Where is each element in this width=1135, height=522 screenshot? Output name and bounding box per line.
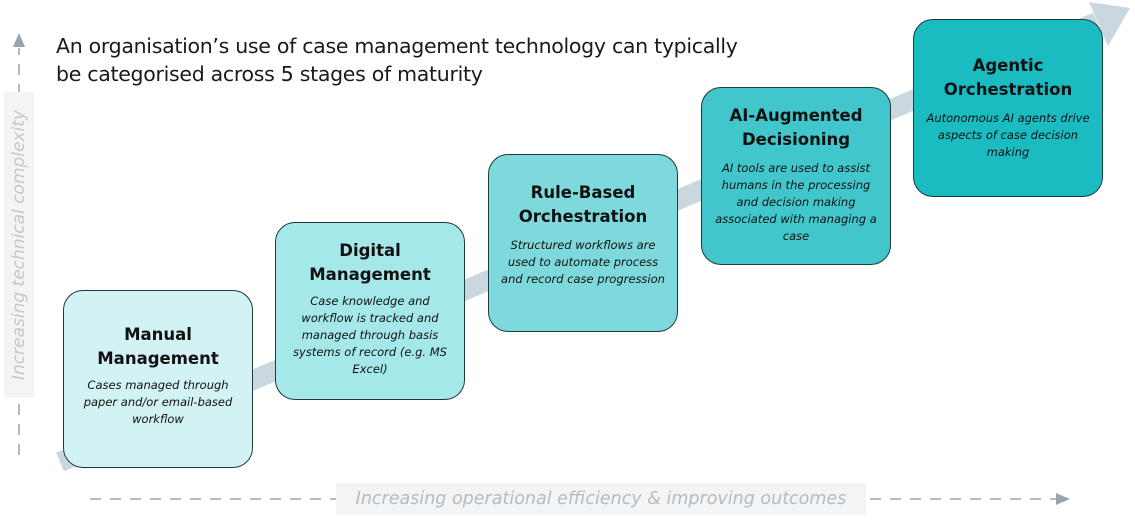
stage-card-manual-management: Manual Management Cases managed through …: [63, 290, 253, 468]
stage-title-line-1: AI-Augmented: [729, 106, 863, 125]
stage-title-line-1: Digital: [339, 241, 401, 260]
stage-title-line-1: Agentic: [972, 56, 1044, 75]
stage-title: Rule-Based Orchestration: [499, 181, 667, 229]
stage-title: Manual Management: [74, 323, 242, 371]
y-axis-arrowhead: [13, 33, 25, 47]
stage-title-line-2: Decisioning: [741, 130, 851, 149]
stage-card-digital-management: Digital Management Case knowledge and wo…: [275, 222, 465, 400]
stage-description: Case knowledge and workflow is tracked a…: [293, 294, 447, 376]
stage-description: AI tools are used to assist humans in th…: [715, 161, 877, 243]
stage-description: Autonomous AI agents drive aspects of ca…: [926, 111, 1090, 159]
stage-title: Digital Management: [286, 239, 454, 287]
title-line-2: be categorised across 5 stages of maturi…: [56, 62, 483, 86]
stage-description: Structured workflows are used to automat…: [501, 238, 665, 286]
page-title: An organisation’s use of case management…: [56, 32, 796, 88]
stage-title-line-1: Rule-Based: [530, 183, 636, 202]
stage-card-agentic-orchestration: Agentic Orchestration Autonomous AI agen…: [913, 19, 1103, 197]
stage-title: AI-Augmented Decisioning: [712, 104, 880, 152]
stage-card-rule-based-orchestration: Rule-Based Orchestration Structured work…: [488, 154, 678, 332]
y-axis-label: Increasing technical complexity: [9, 110, 29, 380]
stage-description: Cases managed through paper and/or email…: [83, 378, 233, 426]
title-line-1: An organisation’s use of case management…: [56, 34, 738, 58]
stage-card-ai-augmented-decisioning: AI-Augmented Decisioning AI tools are us…: [701, 87, 891, 265]
x-axis-label: Increasing operational efficiency & impr…: [336, 483, 866, 515]
stage-title: Agentic Orchestration: [924, 54, 1092, 102]
stage-title-line-2: Orchestration: [518, 207, 648, 226]
stage-title-line-2: Management: [97, 349, 219, 368]
stage-title-line-1: Manual: [124, 325, 192, 344]
y-axis-label-background: [4, 92, 34, 398]
stage-title-line-2: Management: [309, 265, 431, 284]
x-axis-arrowhead: [1056, 493, 1070, 505]
progress-arrowhead: [1089, 2, 1130, 46]
stage-title-line-2: Orchestration: [943, 80, 1073, 99]
